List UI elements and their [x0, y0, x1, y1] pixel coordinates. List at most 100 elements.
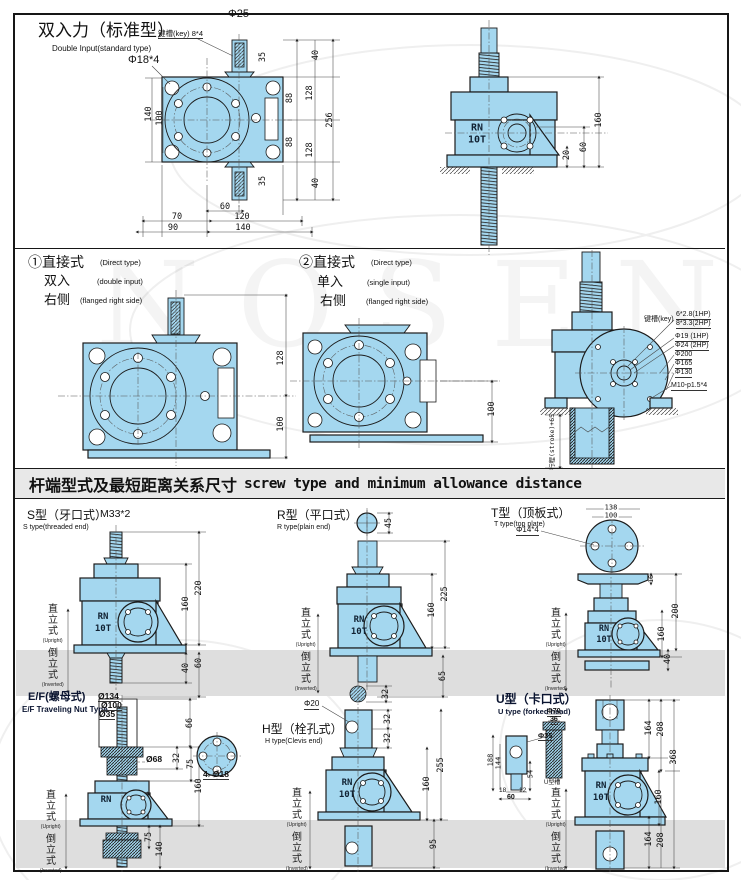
ef-dim-75b: 75	[143, 831, 154, 843]
ef-title-en: E/F Traveling Nut Type	[22, 705, 108, 714]
r-upright-cn: 直立式	[301, 608, 311, 641]
s-inverted-cn: 倒立式	[48, 648, 58, 681]
u-upright-cn: 直立式	[551, 788, 561, 821]
callout-m10: M10-p1.5*4	[671, 382, 708, 391]
item1-input-en: (double input)	[97, 277, 143, 286]
r-orientation-labels: 直立式 (Upright) 倒立式 (Inverted)	[293, 608, 319, 696]
item1-input: 双入	[44, 273, 71, 288]
dim-dia25: Φ25	[228, 8, 250, 20]
dim-256: 256	[324, 112, 335, 128]
ef-gear-rn: RN	[100, 795, 112, 805]
r-type-view	[316, 508, 450, 699]
ef-detail-4x18: 4- Ø18	[203, 769, 229, 780]
r-upright-en: (Upright)	[296, 642, 316, 648]
t-dim-200: 200	[670, 603, 681, 619]
ef-dia35: Ø35	[99, 709, 116, 720]
dim-90: 90	[167, 222, 179, 233]
r-dim-160: 160	[426, 602, 437, 618]
u-dia70: Φ70	[547, 708, 561, 717]
screw-type-cells-drawing	[16, 508, 725, 872]
h-gear-ton: 10T	[338, 790, 356, 800]
s-inverted-en: (Inverted)	[42, 682, 64, 688]
item1-side-en: (flanged right side)	[80, 296, 143, 305]
panel1-title-en: Double Input(standard type)	[52, 44, 152, 53]
gear-label-rn: RN	[470, 122, 484, 134]
t-title-cn: T型（顶板式）	[491, 506, 571, 520]
dim-60: 60	[219, 201, 231, 212]
item2-side: 右侧	[320, 293, 347, 308]
banner-title-cn: 杆端型式及最短距离关系尺寸	[29, 477, 238, 495]
callout-d165: Φ165	[675, 360, 693, 369]
r-dim-225: 225	[439, 586, 450, 602]
t-gear-ton: 10T	[596, 635, 612, 645]
h-dim-95: 95	[428, 838, 439, 850]
h-dia20: Φ20	[304, 699, 320, 710]
panel-divider	[15, 248, 725, 249]
s-dim-220: 220	[193, 580, 204, 596]
u-title-cn: U型（卡口式）	[496, 692, 577, 706]
ef-dim-160: 160	[193, 778, 204, 794]
t-dim-138: 138	[603, 503, 619, 512]
u-orientation-labels: 直立式 (Upright) 倒立式 (Inverted)	[543, 788, 569, 876]
t-dim-160: 160	[656, 626, 667, 642]
s-dim-40: 40	[180, 662, 191, 674]
u-dim-60: 60	[507, 794, 515, 801]
r-gear-rn: RN	[353, 615, 365, 625]
u-gear-rn: RN	[595, 781, 607, 791]
direct-type-panel-drawing	[58, 250, 678, 470]
s-title-en: S type(threaded end)	[23, 524, 89, 531]
item1-dim-100: 100	[275, 416, 286, 432]
banner-title-en: screw type and minimum allowance distanc…	[244, 475, 582, 492]
h-dim-255: 255	[435, 757, 446, 773]
r-inverted-en: (Inverted)	[295, 686, 317, 692]
section-banner: 杆端型式及最短距离关系尺寸 screw type and minimum all…	[15, 468, 725, 499]
item2-input-en: (single input)	[367, 278, 410, 287]
u-title-en: U type (forked head)	[498, 707, 571, 716]
callout-d130: Φ130	[675, 369, 693, 378]
h-dim-160: 160	[421, 776, 432, 792]
s-upright-en: (Upright)	[43, 638, 63, 644]
dim-120: 120	[234, 211, 250, 222]
callout-key-v2: 8*3.3(2HP)	[676, 320, 711, 329]
dim-side-160: 160	[593, 112, 604, 128]
ef-dim-66: 66	[184, 717, 195, 729]
ef-dia134: Ø134	[98, 691, 119, 702]
side-view	[440, 20, 608, 255]
r-inverted-cn: 倒立式	[301, 652, 311, 685]
t-upright-en: (Upright)	[546, 642, 566, 648]
sheet-frame	[13, 13, 729, 872]
ef-title-cn: E/F(螺母式)	[28, 691, 86, 703]
u-dim-160: 160	[653, 789, 664, 805]
r-dim-65: 65	[437, 670, 448, 682]
u-inverted-en: (Inverted)	[545, 866, 567, 872]
item1-side: 右侧	[44, 292, 71, 307]
u-inverted-cn: 倒立式	[551, 832, 561, 865]
item2-dim-100: 100	[486, 401, 497, 417]
s-dim-60: 60	[193, 657, 204, 669]
u-dim-188: 188	[486, 753, 495, 767]
dim-35-top: 35	[257, 51, 268, 63]
s-orientation-labels: 直立式 (Upright) 倒立式 (Inverted)	[40, 604, 66, 692]
h-upright-en: (Upright)	[287, 822, 307, 828]
h-dim-32a: 32	[380, 688, 391, 700]
u-dim-208b: 208	[655, 832, 666, 848]
callout-d24: Φ24 (2HP)	[675, 342, 709, 351]
u-dim-144: 144	[494, 756, 503, 770]
h-type-view	[308, 682, 448, 872]
u-dim-12: 12	[519, 787, 527, 794]
panel1-title-cn: 双入力（标准型）	[38, 21, 174, 40]
callout-d19: Φ19 (1HP)	[675, 333, 709, 342]
r-title-en: R type(plain end)	[277, 524, 331, 531]
h-orientation-labels: 直立式 (Upright) 倒立式 (Inverted)	[284, 788, 310, 876]
s-upright-cn: 直立式	[48, 604, 58, 637]
direct-double-front-view	[58, 290, 296, 466]
dim-128-bot: 128	[304, 142, 315, 158]
u-slot-label: U型槽	[544, 780, 561, 786]
h-title-cn: H型（栓孔式）	[262, 722, 343, 736]
h-title-en: H type(Clevis end)	[265, 738, 323, 745]
u-dim-164b: 164	[643, 831, 654, 847]
t-orientation-labels: 直立式 (Upright) 倒立式 (Inverted)	[543, 608, 569, 696]
ef-dim-140: 140	[154, 841, 165, 857]
dim-140-left: 140	[143, 106, 154, 122]
